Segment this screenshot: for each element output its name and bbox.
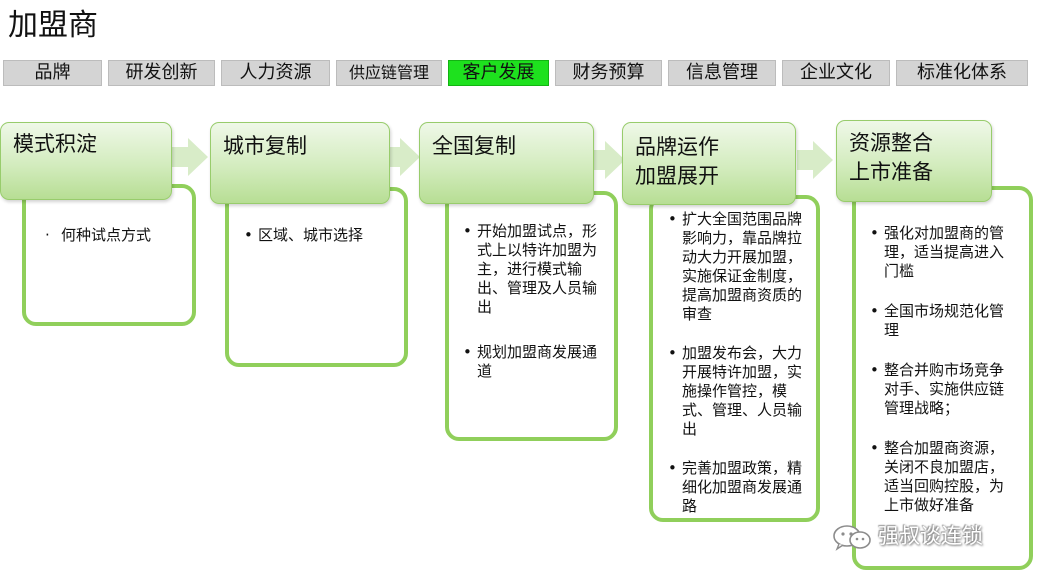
stage-bullets-3: 开始加盟试点，形式上以特许加盟为主，进行模式输出、管理及人员输出 规划加盟商发展… [461, 222, 609, 381]
tab-finance-budget[interactable]: 财务预算 [555, 60, 662, 86]
list-item: 区域、城市选择 [242, 226, 397, 245]
list-item: 何种试点方式 [45, 226, 185, 245]
stage-title-4: 品牌运作 加盟展开 [622, 122, 796, 205]
stage-title-1: 模式积淀 [0, 122, 172, 200]
tab-brand[interactable]: 品牌 [3, 60, 102, 86]
page-title: 加盟商 [8, 8, 98, 43]
tab-supply-chain[interactable]: 供应链管理 [336, 60, 442, 86]
flow-arrow-4 [797, 141, 833, 179]
flow-arrow-2 [384, 138, 420, 176]
stage-bullets-4: 扩大全国范围品牌影响力，靠品牌拉动大力开展加盟，实施保证金制度，提高加盟商资质的… [666, 210, 814, 516]
tab-standardization[interactable]: 标准化体系 [896, 60, 1028, 86]
tab-customer-development[interactable]: 客户发展 [448, 60, 549, 86]
list-item: 扩大全国范围品牌影响力，靠品牌拉动大力开展加盟，实施保证金制度，提高加盟商资质的… [666, 210, 814, 324]
flow-arrow-3 [589, 141, 625, 179]
tab-corporate-culture[interactable]: 企业文化 [782, 60, 890, 86]
stage-title-3: 全国复制 [419, 122, 594, 204]
list-item: 规划加盟商发展通道 [461, 343, 609, 381]
list-item: 加盟发布会，大力开展特许加盟，实施操作管控，模式、管理、人员输出 [666, 344, 814, 439]
stage-card-1 [22, 184, 196, 326]
stage-title-2: 城市复制 [210, 122, 390, 204]
category-tab-bar: 品牌 研发创新 人力资源 供应链管理 客户发展 财务预算 信息管理 企业文化 标… [0, 60, 1039, 88]
stage-title-5: 资源整合 上市准备 [836, 120, 992, 202]
watermark-text: 强叔谈连锁 [878, 524, 983, 548]
tab-human-resources[interactable]: 人力资源 [221, 60, 330, 86]
list-item: 开始加盟试点，形式上以特许加盟为主，进行模式输出、管理及人员输出 [461, 222, 609, 317]
wechat-icon [832, 525, 872, 551]
tab-information-management[interactable]: 信息管理 [668, 60, 776, 86]
tab-rd-innovation[interactable]: 研发创新 [108, 60, 215, 86]
list-item: 强化对加盟商的管理，适当提高进入门槛 [868, 224, 1016, 281]
list-item: 全国市场规范化管理 [868, 302, 1016, 340]
stage-bullets-1: 何种试点方式 [45, 226, 185, 245]
list-item: 整合加盟商资源，关闭不良加盟店，适当回购控股，为上市做好准备 [868, 439, 1016, 515]
stage-bullets-5: 强化对加盟商的管理，适当提高进入门槛 全国市场规范化管理 整合并购市场竞争对手、… [868, 224, 1016, 515]
list-item: 完善加盟政策，精细化加盟商发展通路 [666, 459, 814, 516]
stage-card-2 [225, 187, 408, 367]
stage-bullets-2: 区域、城市选择 [242, 226, 397, 245]
flow-arrow-1 [172, 138, 208, 176]
list-item: 整合并购市场竞争对手、实施供应链管理战略； [868, 361, 1016, 418]
